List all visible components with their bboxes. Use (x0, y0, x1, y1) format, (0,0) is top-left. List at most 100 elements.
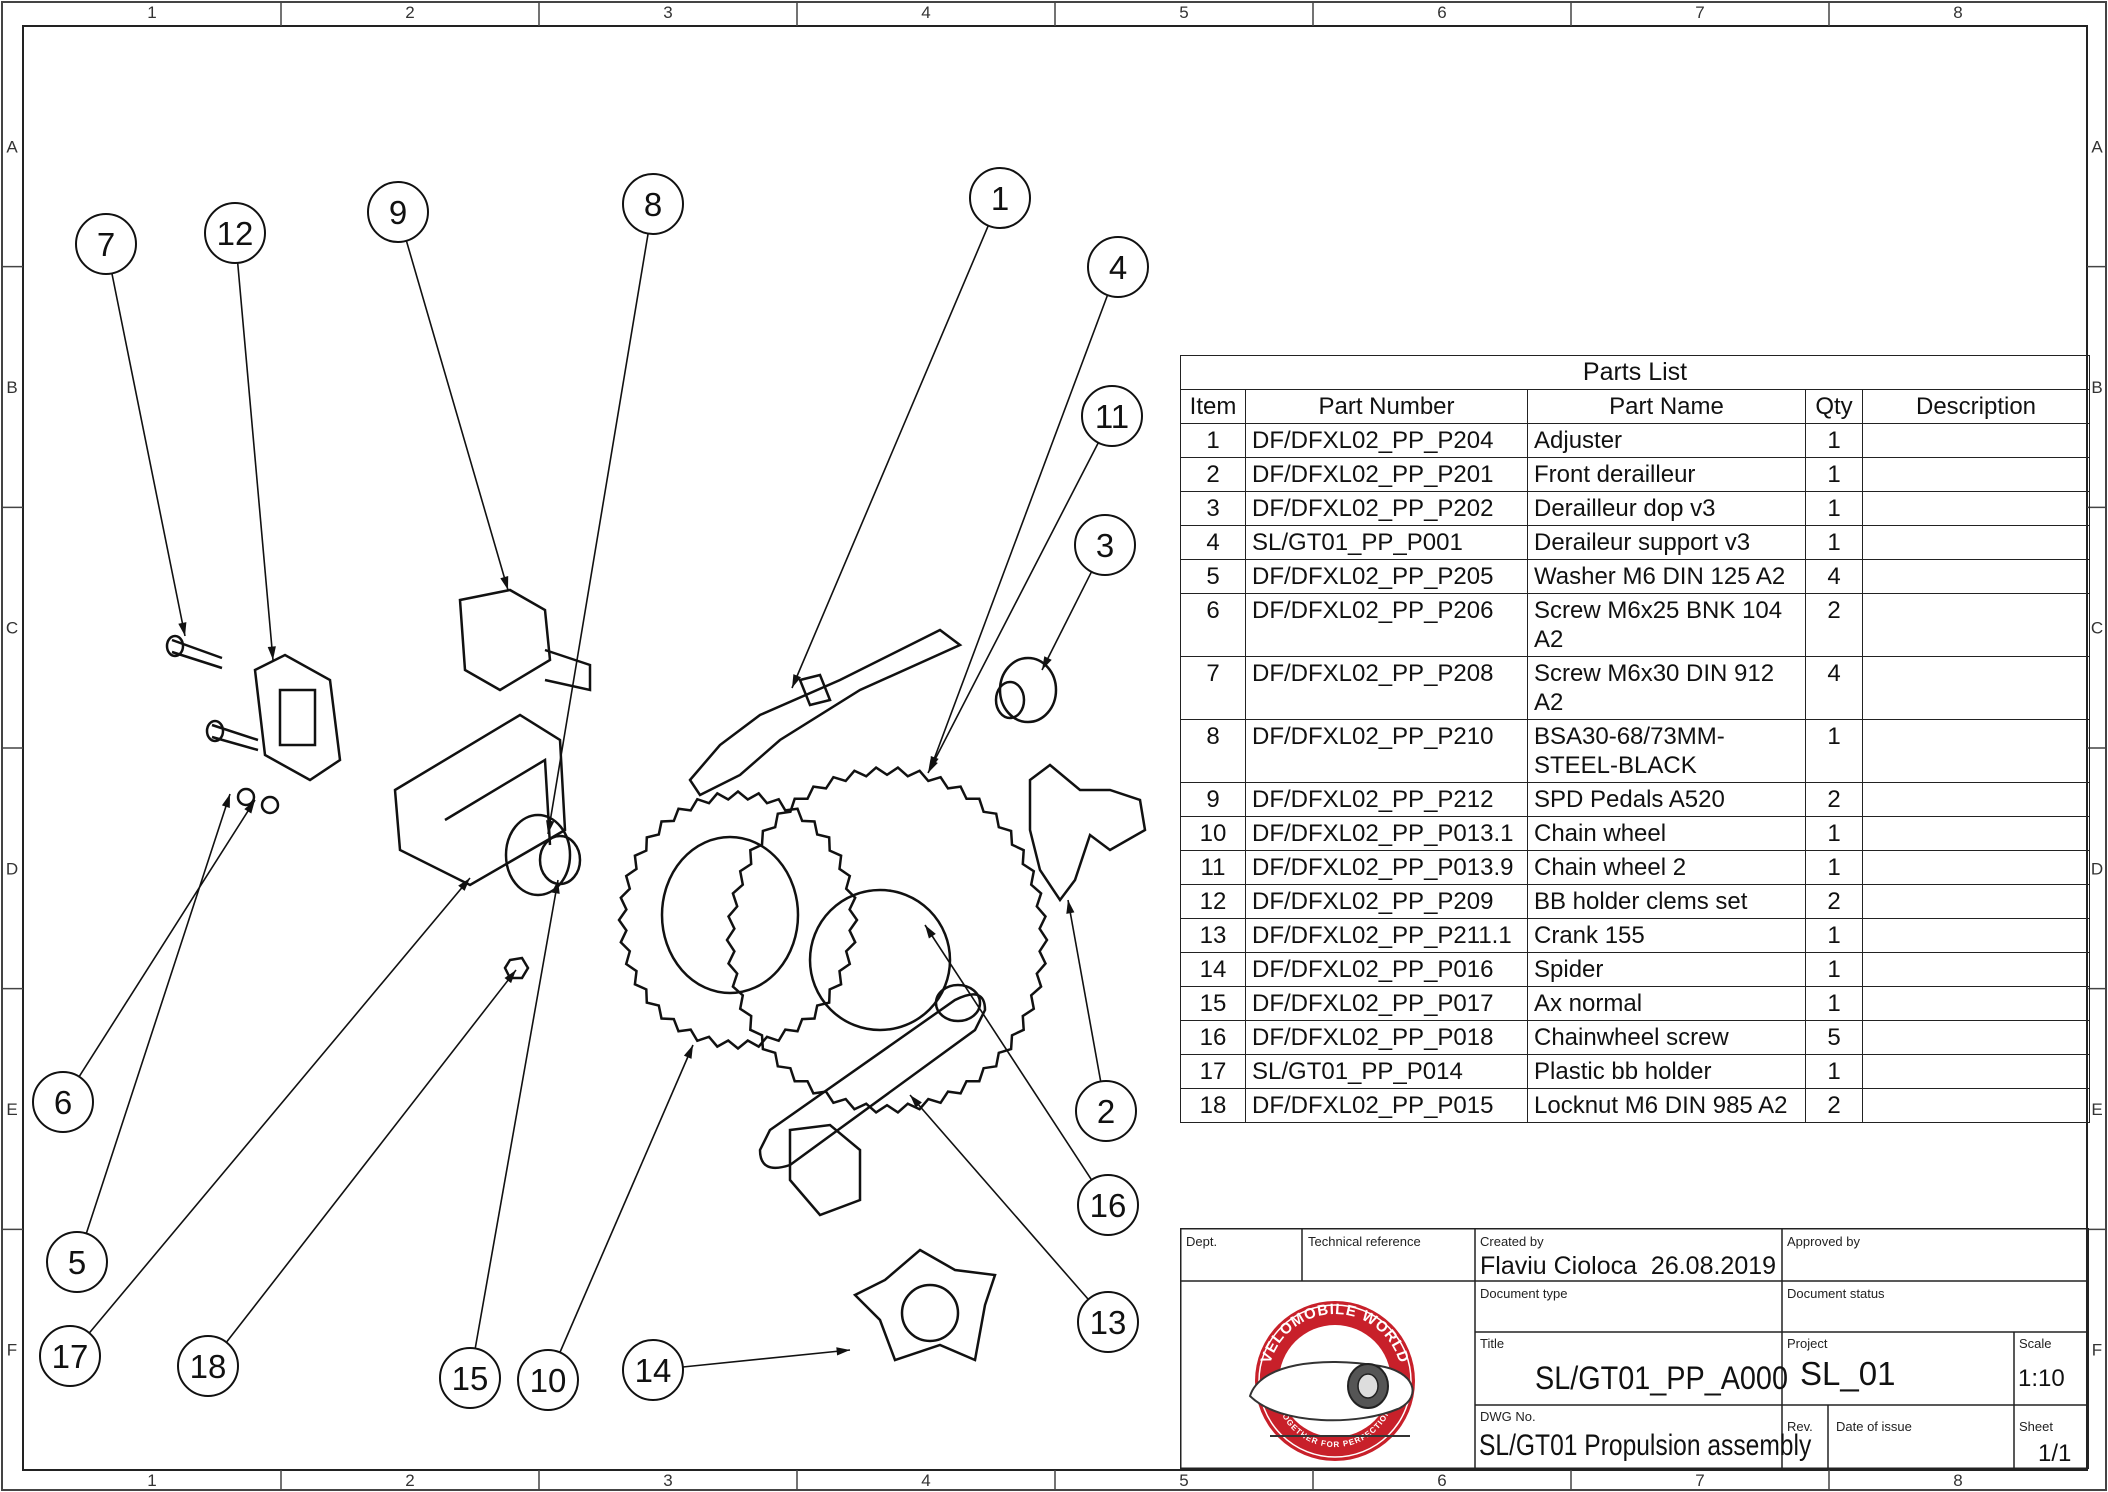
spider-disc (808, 888, 952, 1032)
leader-line (924, 924, 1093, 1181)
callout-circle (75, 213, 137, 275)
scale-value: 1:10 (2018, 1365, 2065, 1392)
callout-number: 11 (1095, 398, 1129, 435)
cell-description (1861, 719, 2091, 783)
cell-part-number: DF/DFXL02_PP_P210 (1245, 719, 1528, 783)
leader-line (927, 442, 1100, 774)
cell-qty: 5 (1805, 1020, 1863, 1055)
exploded-view (165, 588, 1147, 1362)
callout-number: 12 (217, 215, 254, 252)
cell-part-number: DF/DFXL02_PP_P205 (1245, 559, 1528, 594)
bb-holder-clamp-window (278, 688, 317, 747)
cell-description (1861, 884, 2091, 919)
cell-qty: 1 (1805, 986, 1863, 1021)
author-name: Flaviu Cioloca (1480, 1252, 1638, 1280)
col-header-description: Description (1861, 389, 2091, 424)
cell-part-name: Screw M6x25 BNK 104 A2 (1527, 593, 1806, 657)
callout-circle (517, 1349, 579, 1411)
col-header-part-name: Part Name (1527, 389, 1806, 424)
leader-arrowhead (1066, 900, 1075, 914)
leader-arrowhead (792, 674, 801, 688)
cell-description (1861, 986, 2091, 1021)
cell-description (1861, 918, 2091, 953)
spider-center (900, 1283, 960, 1343)
leader-arrowhead (910, 1095, 922, 1108)
callout-number: 2 (1097, 1093, 1115, 1130)
zone-column-label: 1 (147, 1471, 156, 1490)
zone-column-label: 7 (1695, 1471, 1704, 1490)
callout-number: 5 (68, 1244, 86, 1281)
callout-circle (969, 167, 1031, 229)
cell-part-name: Deraileur support v3 (1527, 525, 1806, 560)
leader-arrowhead (458, 878, 470, 891)
cell-part-name: BB holder clems set (1527, 884, 1806, 919)
title-block: Dept. Technical reference Created by Fla… (1180, 1228, 2089, 1469)
cell-item: 3 (1180, 491, 1246, 526)
screw-head (205, 719, 225, 743)
leader-arrowhead (836, 1347, 850, 1356)
leader-arrowhead (546, 820, 555, 834)
cell-part-name: Ax normal (1527, 986, 1806, 1021)
leader-line (85, 793, 231, 1234)
bb-holder-clamp (253, 653, 342, 782)
scale-label: Scale (2019, 1336, 2052, 1351)
zone-column-label: 7 (1695, 3, 1704, 22)
derailleur-support (688, 628, 963, 797)
project-label: Project (1787, 1336, 1828, 1351)
zone-row-label: A (6, 137, 18, 156)
zone-row-label: B (2091, 378, 2102, 397)
cell-item: 16 (1180, 1020, 1246, 1055)
cell-part-name: Chainwheel screw (1527, 1020, 1806, 1055)
cell-part-number: SL/GT01_PP_P001 (1245, 525, 1528, 560)
cell-item: 12 (1180, 884, 1246, 919)
title-label: Title (1480, 1336, 1505, 1351)
cell-part-name: Front derailleur (1527, 457, 1806, 492)
drawing-title: SL/GT01_PP_A000 (1535, 1360, 1788, 1396)
washer (260, 795, 280, 815)
leader-line (1067, 899, 1102, 1082)
zone-column-label: 4 (921, 1471, 930, 1490)
cell-qty: 2 (1805, 782, 1863, 817)
approved-by-label: Approved by (1787, 1234, 1860, 1249)
cell-item: 14 (1180, 952, 1246, 987)
document-type-label: Document type (1480, 1286, 1568, 1301)
sheet-label: Sheet (2019, 1419, 2053, 1434)
callout-circle (1087, 236, 1149, 298)
callout-number: 1 (991, 180, 1009, 217)
front-derailleur (1028, 763, 1147, 903)
cell-part-name: Screw M6x30 DIN 912 A2 (1527, 656, 1806, 720)
leader-line (236, 262, 274, 661)
leader-lines (78, 225, 1109, 1368)
leader-arrowhead (928, 759, 938, 773)
project-value: SL_01 (1800, 1355, 1896, 1392)
cell-item: 2 (1180, 457, 1246, 492)
document-status-label: Document status (1787, 1286, 1885, 1301)
leader-arrowhead (244, 800, 255, 814)
callout-number: 17 (52, 1338, 89, 1375)
zone-column-label: 1 (147, 3, 156, 22)
cell-qty: 4 (1805, 656, 1863, 720)
callout-circle (46, 1231, 108, 1293)
cell-description (1861, 816, 2091, 851)
cell-description (1861, 525, 2091, 560)
spider (852, 1248, 997, 1362)
crank-eye (934, 983, 982, 1023)
cell-part-number: DF/DFXL02_PP_P204 (1245, 423, 1528, 458)
leader-arrowhead (221, 794, 230, 808)
cell-item: 10 (1180, 816, 1246, 851)
cell-part-name: Washer M6 DIN 125 A2 (1527, 559, 1806, 594)
adjuster (798, 673, 832, 707)
title-block-grid (1180, 1228, 2089, 1469)
cell-part-number: DF/DFXL02_PP_P013.1 (1245, 816, 1528, 851)
dwg-number: SL/GT01 Propulsion assembly (1479, 1429, 1812, 1462)
zone-column-label: 8 (1953, 3, 1962, 22)
date-of-issue-label: Date of issue (1836, 1419, 1912, 1434)
callout-number: 8 (644, 186, 662, 223)
cell-part-number: DF/DFXL02_PP_P017 (1245, 986, 1528, 1021)
